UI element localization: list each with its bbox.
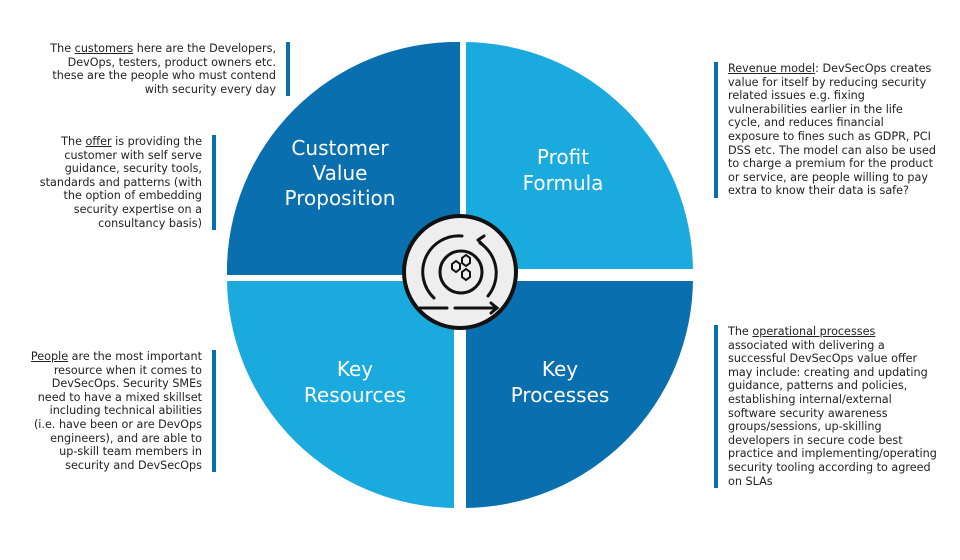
quadrant-key-resources [227, 278, 457, 508]
devsecops-cycle-icon [402, 214, 518, 330]
note-operational-processes: The operational processes associated wit… [714, 325, 938, 489]
quadrant-key-processes [463, 278, 693, 508]
note-people: People are the most important resource w… [30, 350, 216, 473]
note-customers: The customers here are the Developers, D… [40, 42, 290, 97]
note-revenue-model: Revenue model: DevSecOps creates value f… [714, 62, 938, 198]
note-offer: The offer is providing the customer with… [30, 135, 216, 231]
quadrant-profit-formula [463, 42, 693, 272]
